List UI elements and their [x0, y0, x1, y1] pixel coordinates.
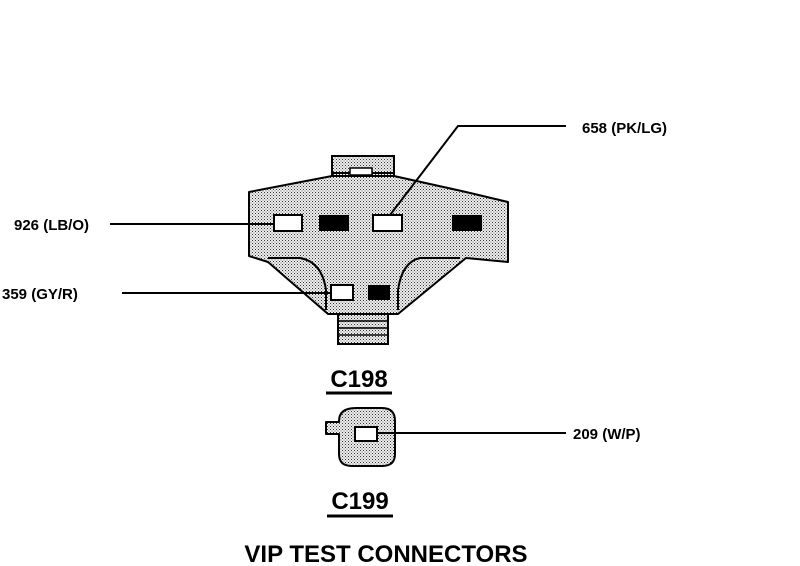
c198-connector: [248, 155, 509, 345]
c198-housing: [248, 175, 509, 315]
wire-label-658: 658 (PK/LG): [582, 120, 667, 137]
cavity-blocked: [368, 285, 390, 300]
diagram-title: VIP TEST CONNECTORS: [244, 541, 527, 566]
c198-neck: [337, 313, 389, 345]
wire-label-359: 359 (GY/R): [2, 286, 78, 303]
connector-label-c199: C199: [331, 488, 388, 515]
cavity-926: [273, 214, 303, 232]
connector-label-c198: C198: [330, 366, 387, 393]
c199-connector: [325, 407, 396, 467]
wire-label-209: 209 (W/P): [573, 426, 641, 443]
cavity-blocked: [452, 215, 482, 231]
cavity-658: [372, 214, 403, 232]
cavity-209: [354, 426, 378, 442]
cavity-blocked: [319, 215, 349, 231]
wire-label-926: 926 (LB/O): [14, 217, 89, 234]
cavity-359: [330, 284, 354, 301]
leader-lines: [110, 125, 566, 434]
leader-658: [389, 125, 566, 216]
